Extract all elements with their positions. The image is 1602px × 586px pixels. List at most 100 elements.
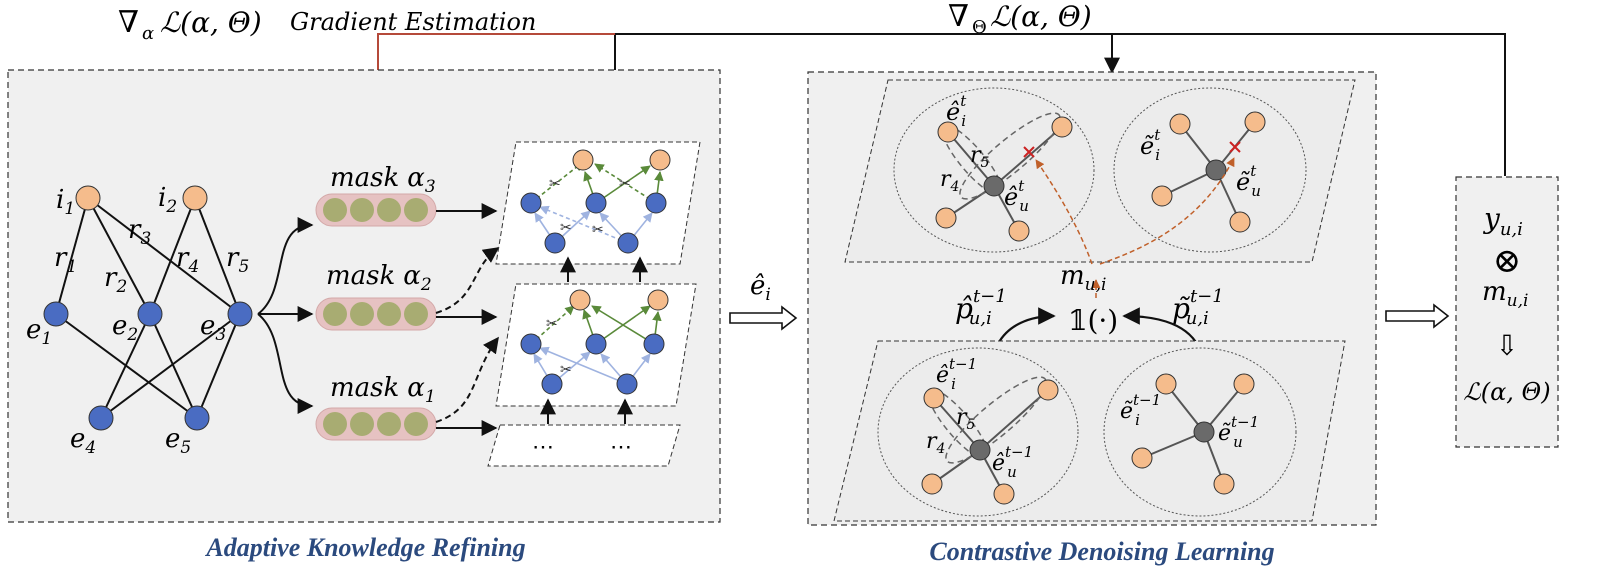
entity-node [643, 333, 665, 355]
nabla-symbol: ∇ [118, 5, 139, 40]
item-node [647, 289, 669, 311]
nabla-symbol: ∇ [948, 0, 969, 34]
mask-value-label: mu,i [1482, 277, 1528, 311]
item-node [569, 289, 591, 311]
mask-to-layer-arrows [435, 203, 500, 436]
scissors-icon: ✂ [546, 316, 558, 332]
propagation-layer-1 [487, 424, 681, 467]
mask-cell [350, 198, 374, 222]
item-node [649, 149, 671, 171]
node-label: e2 [112, 311, 138, 345]
item-node [1051, 116, 1073, 138]
item-node [1169, 113, 1191, 135]
item-node [923, 387, 945, 409]
entity-node [585, 192, 607, 214]
mask-cell [377, 302, 401, 326]
entity-node [43, 301, 69, 327]
node-label: e1 [26, 315, 52, 349]
item-node [572, 149, 594, 171]
user-node [983, 175, 1005, 197]
entity-node [520, 333, 542, 355]
inter-layer-arrows [540, 256, 648, 424]
nabla-subscript: Θ [972, 17, 987, 38]
node-label: i1 [56, 185, 75, 219]
mask-cell [350, 302, 374, 326]
relation-label: r4 [940, 167, 959, 195]
graph-region [877, 347, 1079, 517]
mask-vector [315, 297, 437, 331]
entity-node [520, 192, 542, 214]
item-node [937, 121, 959, 143]
entity-node [227, 301, 253, 327]
hollow-arrow-icon [1385, 303, 1450, 329]
item-node [1233, 373, 1255, 395]
view-t-plane [844, 79, 1356, 263]
loss-expression: ℒ(α, Θ) [160, 6, 262, 39]
node-label: i2 [158, 183, 177, 217]
item-node [182, 185, 208, 211]
item-node [921, 473, 943, 495]
item-node [1151, 185, 1173, 207]
scissors-icon: ✂ [560, 362, 572, 378]
mask-value-label: mu,i [1060, 261, 1106, 295]
embedding-arrow-label: êi [750, 271, 771, 305]
item-node [1155, 373, 1177, 395]
entity-node [616, 373, 638, 395]
scissors-icon: ✂ [592, 222, 604, 238]
relation-label: r3 [128, 215, 151, 249]
layer-2-pruned-marks: ✂ ✂ [546, 316, 572, 378]
relation-path-highlight [945, 376, 1047, 464]
graph-region [1103, 347, 1297, 517]
mask-vector [315, 407, 437, 441]
entity-node [184, 405, 210, 431]
layer-2-nodes [520, 289, 669, 395]
relation-label: r1 [54, 243, 77, 277]
node-label: e3 [200, 311, 226, 345]
panel-caption: Adaptive Knowledge Refining [204, 533, 525, 562]
ellipsis: ⋯ [610, 435, 632, 460]
entity-node [617, 232, 639, 254]
label-y: yu,i [1482, 202, 1523, 240]
mask-signal-arrows [1035, 157, 1235, 298]
relation-label: r2 [104, 263, 127, 297]
item-node [75, 185, 101, 211]
user-node [1193, 421, 1215, 443]
entity-node [88, 405, 114, 431]
gradient-estimation-label: Gradient Estimation [290, 8, 536, 36]
ellipsis: ⋯ [532, 435, 554, 460]
item-node [1131, 447, 1153, 469]
mask-cell [404, 198, 428, 222]
user-node [1205, 159, 1227, 181]
item-node [1229, 211, 1251, 233]
graph-region [893, 87, 1095, 253]
node-label: e4 [70, 424, 96, 458]
relation-label: r5 [970, 143, 990, 171]
entity-node [541, 373, 563, 395]
knowledge-graph-edges [55, 197, 241, 419]
nabla-subscript: α [142, 23, 154, 44]
mask-cell [377, 412, 401, 436]
item-node [1008, 220, 1030, 242]
item-node [1244, 111, 1266, 133]
item-node [1037, 379, 1059, 401]
mask-fanout-arrows [257, 217, 314, 414]
panel-caption: Contrastive Denoising Learning [929, 537, 1274, 566]
relation-path-highlight [959, 112, 1061, 200]
mask-cell [323, 198, 347, 222]
scissors-icon: ✂ [560, 220, 572, 236]
mask-cell [404, 302, 428, 326]
indicator-function: 𝟙(·) [1068, 304, 1118, 337]
down-arrow-icon: ⇩ [1495, 329, 1518, 362]
final-loss: ℒ(α, Θ) [1463, 378, 1550, 406]
item-node [1213, 473, 1235, 495]
